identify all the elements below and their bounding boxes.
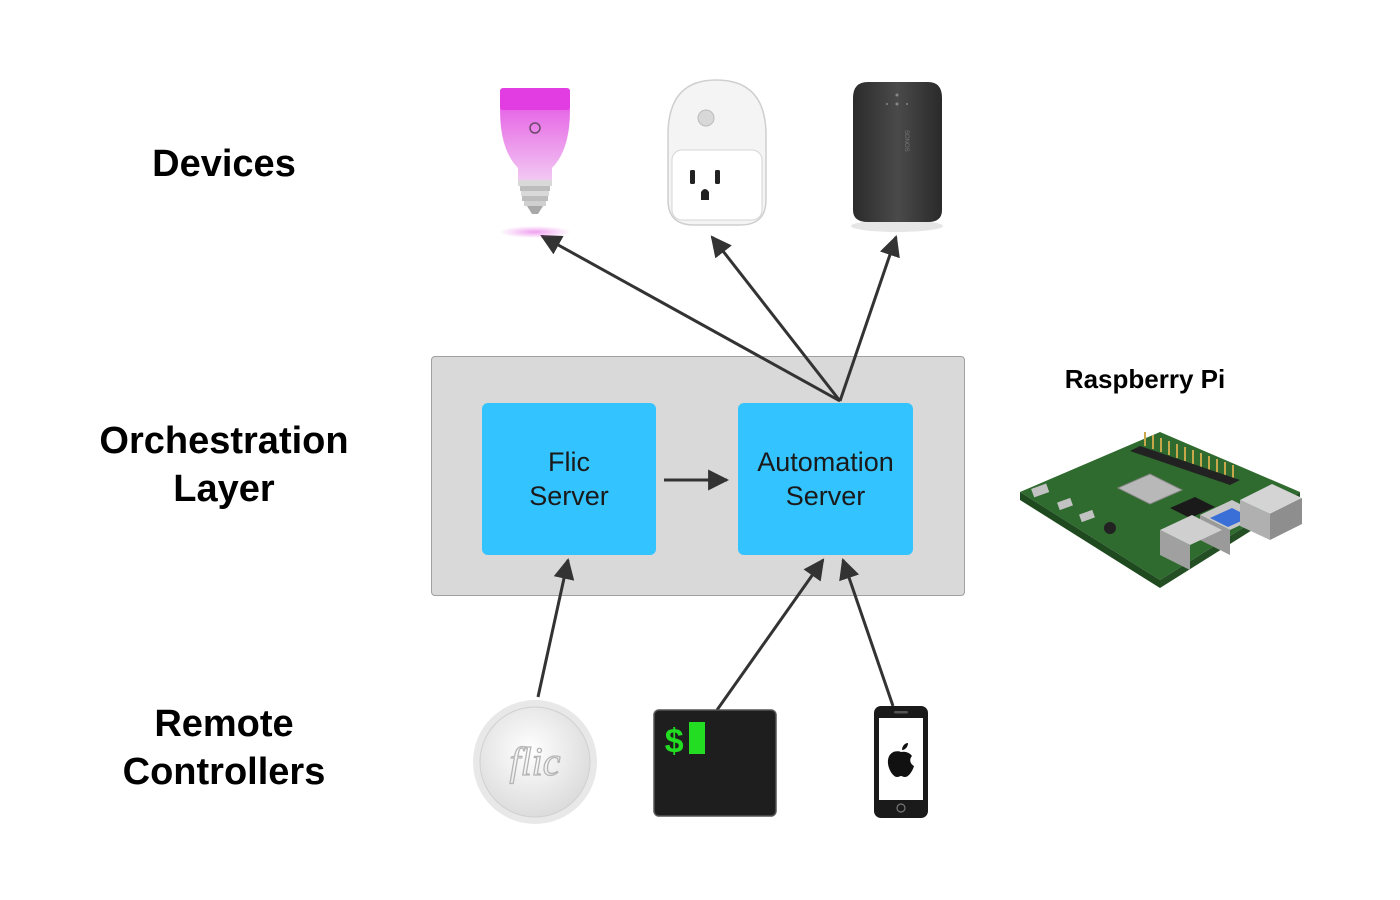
flic-server-node: Flic Server bbox=[482, 403, 656, 555]
raspberry-pi-label: Raspberry Pi bbox=[1064, 364, 1226, 394]
arrow-iphone-to-automation bbox=[839, 558, 895, 707]
terminal-prompt: $ bbox=[664, 725, 684, 763]
iphone-icon bbox=[874, 706, 928, 818]
smart-plug-icon bbox=[667, 79, 767, 226]
arrow-button-to-flic-server bbox=[536, 557, 575, 698]
flic-logo-text: flic bbox=[509, 739, 560, 784]
terminal-icon: $ bbox=[653, 709, 777, 817]
apple-logo-icon bbox=[887, 751, 914, 777]
automation-server-node: Automation Server bbox=[738, 403, 913, 555]
arrows bbox=[536, 234, 900, 711]
arrow-automation-to-plug bbox=[710, 235, 842, 402]
arrow-automation-to-bulb bbox=[540, 234, 841, 403]
flic-button-icon: flic bbox=[473, 700, 597, 824]
gpio-header-icon bbox=[1144, 432, 1234, 479]
speaker-icon: SONOS bbox=[851, 82, 943, 232]
lightbulb-icon bbox=[499, 88, 571, 238]
orchestration-layer-label: Orchestration Layer bbox=[99, 420, 349, 510]
raspberry-pi-icon bbox=[1020, 432, 1302, 588]
devices-layer-label: Devices bbox=[152, 143, 296, 185]
remote-controllers-layer-label: Remote Controllers bbox=[122, 703, 326, 793]
speaker-brand-mark: SONOS bbox=[903, 130, 909, 152]
arrow-terminal-to-automation bbox=[715, 558, 825, 711]
arrow-automation-to-speaker bbox=[838, 235, 900, 402]
